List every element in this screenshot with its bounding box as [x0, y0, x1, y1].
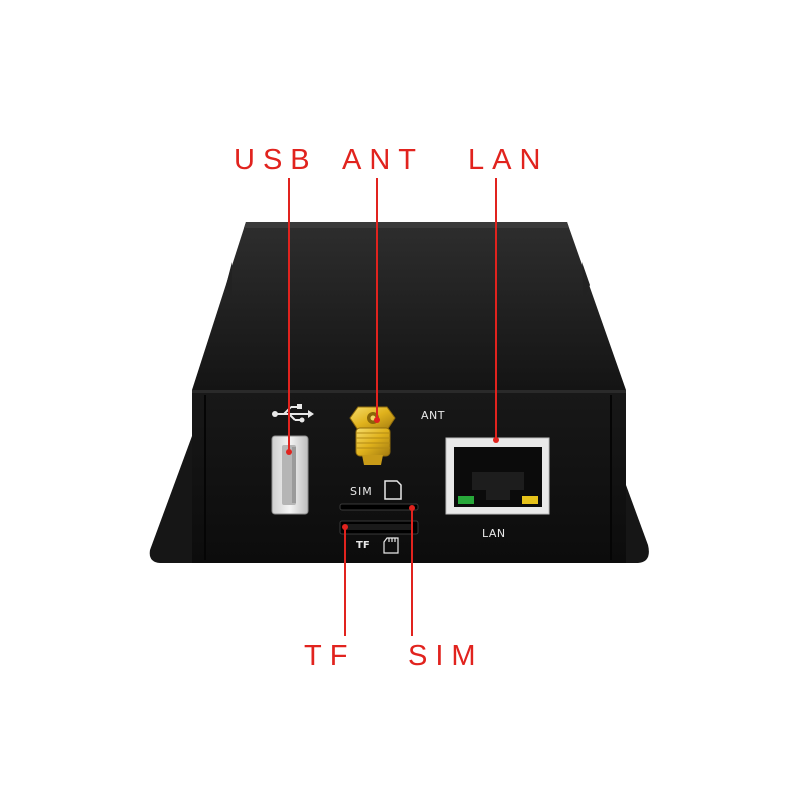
tf-card-icon [383, 537, 399, 554]
sim-card-icon [384, 480, 402, 500]
callout-sim: SIM [408, 640, 484, 672]
tf-leader-dot [342, 524, 348, 530]
left-mounting-flange [149, 436, 205, 563]
panel-label-lan: LAN [482, 527, 506, 540]
usb-leader-dot [286, 449, 292, 455]
lan-port [445, 437, 550, 515]
enclosure-top [192, 222, 626, 390]
lan-link-led [458, 496, 474, 504]
panel-label-sim: SIM [350, 485, 373, 498]
panel-label-ant: ANT [421, 409, 445, 422]
panel-label-tf: TF [356, 540, 370, 551]
callout-usb: USB [234, 144, 318, 176]
ant-leader-dot [374, 417, 380, 423]
lan-leader-dot [493, 437, 499, 443]
callout-tf: TF [304, 640, 356, 672]
sim-leader-dot [409, 505, 415, 511]
antenna-connector [349, 406, 396, 465]
sim-slot [339, 503, 419, 511]
lan-activity-led [522, 496, 538, 504]
callout-ant: ANT [342, 144, 424, 176]
callout-lan: LAN [468, 144, 549, 176]
front-panel [192, 390, 626, 563]
